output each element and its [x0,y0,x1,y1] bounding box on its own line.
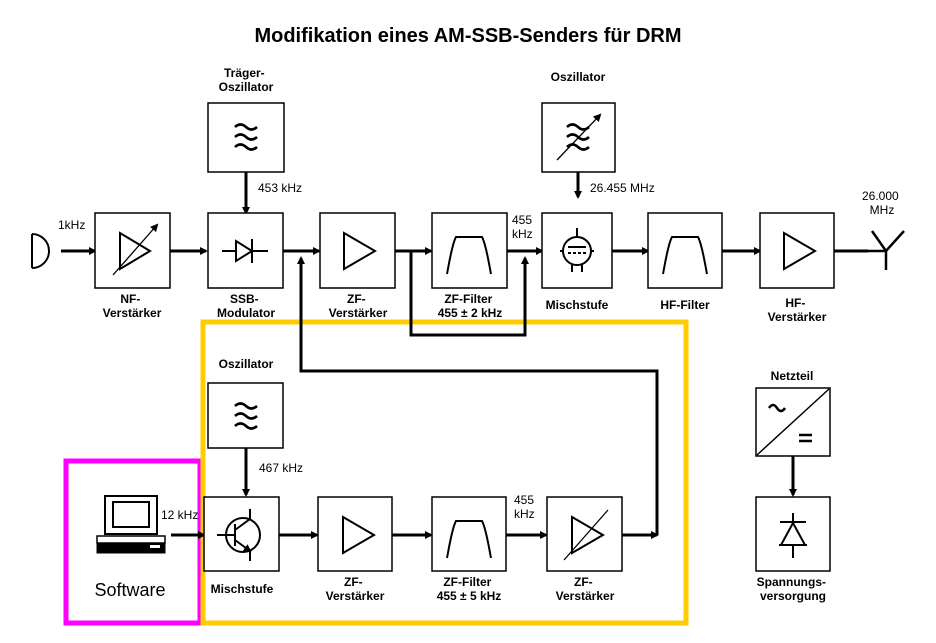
amplifier-icon [343,231,377,271]
zf-verstaerker-bottom-label: ZF- Verstärker [326,575,385,603]
software-highlight-frame [63,458,203,626]
rectifier-icon [779,513,807,558]
amplifier-icon [783,231,817,271]
freq-12khz-label: 12 kHz [161,508,198,522]
zf-filter-bottom-block[interactable] [431,496,507,572]
ssb-modulator-block[interactable] [207,212,284,289]
hf-verstaerker-block[interactable] [759,212,835,289]
mischstufe-bottom-block[interactable] [203,496,280,572]
sine-source-icon [31,233,50,269]
drm-modification-highlight-frame [200,319,689,626]
freq-26000-label: 26.000 MHz [862,189,902,217]
oszillator-lower-label: Oszillator [219,357,274,371]
variable-amplifier-icon [112,223,159,276]
freq-455-top-label: 455 kHz [512,213,535,241]
mischstufe-bottom-label: Mischstufe [211,582,274,596]
variable-amplifier-icon [563,509,609,561]
zf-filter-top-label: ZF-Filter 455 ± 2 kHz [438,292,503,320]
mischstufe-top-label: Mischstufe [546,298,609,312]
freq-1khz-label: 1kHz [58,218,85,232]
oscillator-icon [234,402,258,430]
freq-453-label: 453 kHz [258,181,302,195]
mixer-tube-icon [560,228,594,272]
spannungsversorgung-label: Spannungs- versorgung [757,575,830,603]
bandpass-filter-icon [662,236,708,275]
variable-oscillator-icon [556,113,602,161]
power-supply-icon [756,388,830,456]
hf-filter-block[interactable] [647,212,723,289]
diagram-title: Modifikation eines AM-SSB-Senders für DR… [254,25,681,47]
zf-filter-top-block[interactable] [431,212,508,289]
oszillator-top-label: Oszillator [551,70,606,84]
freq-467-label: 467 kHz [259,461,303,475]
signal-wires [61,172,868,539]
nf-verstaerker-label: NF- Verstärker [103,292,162,320]
bandpass-filter-icon [446,236,492,275]
zf-verstaerker-bottom-block[interactable] [317,496,393,572]
zf-verstaerker-variable-label: ZF- Verstärker [556,575,615,603]
bandpass-filter-icon [446,520,492,559]
diode-icon [222,239,268,263]
zf-filter-bottom-label: ZF-Filter 455 ± 5 kHz [437,575,502,603]
traeger-oszillator-label: Träger- Oszillator [219,66,274,94]
zf-verstaerker-top-label: ZF- Verstärker [329,292,388,320]
freq-455-bottom-label: 455 kHz [514,493,537,521]
oscillator-icon [234,123,258,151]
netzteil-label: Netzteil [771,369,814,383]
zf-verstaerker-top-block[interactable] [319,212,396,289]
hf-verstaerker-label: HF- Verstärker [768,296,827,324]
antenna-icon [868,230,905,270]
amplifier-icon [342,515,376,555]
zf-verstaerker-variable-block[interactable] [546,496,623,572]
software-label: Software [94,580,165,600]
transistor-icon [217,509,261,561]
ssb-modulator-label: SSB- Modulator [217,292,275,320]
computer-icon [96,495,166,554]
hf-filter-label: HF-Filter [660,298,710,312]
nf-verstaerker-block[interactable] [94,212,171,289]
mischstufe-top-block[interactable] [541,212,613,289]
freq-26455-label: 26.455 MHz [590,181,655,195]
